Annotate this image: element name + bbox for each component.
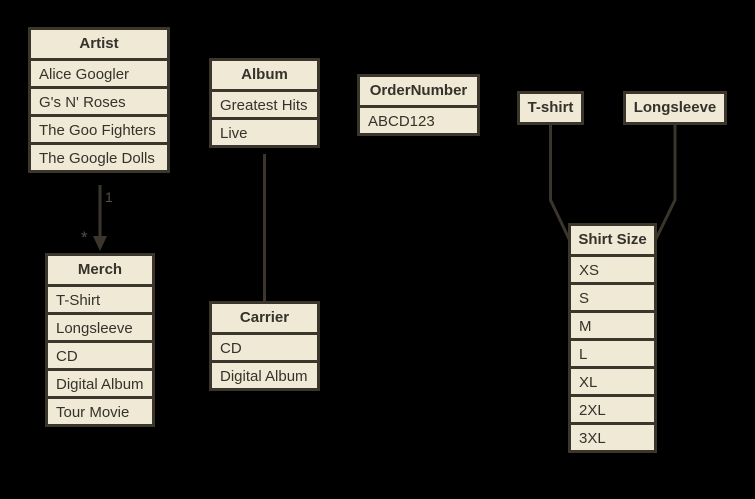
table-row: The Google Dolls <box>31 142 167 170</box>
longsleeve-box-header: Longsleeve <box>633 99 717 116</box>
order-number-table: OrderNumber ABCD123 <box>357 74 480 136</box>
merch-table-header: Merch <box>77 261 123 278</box>
table-row: The Goo Fighters <box>31 114 167 142</box>
table-row: Tour Movie <box>48 396 152 424</box>
table-row: G's N' Roses <box>31 86 167 114</box>
table-row: XS <box>571 254 654 282</box>
longsleeve-box: Longsleeve <box>623 91 727 125</box>
cardinality-many-label: * <box>81 228 88 247</box>
table-row: Longsleeve <box>48 312 152 340</box>
table-row: Live <box>212 117 317 145</box>
table-row: Digital Album <box>48 368 152 396</box>
table-row: Greatest Hits <box>212 89 317 117</box>
album-table-header: Album <box>241 66 288 83</box>
table-row: CD <box>212 332 317 360</box>
tshirt-box-header: T-shirt <box>527 99 574 116</box>
artist-table-header: Artist <box>79 35 119 52</box>
table-row: T-Shirt <box>48 284 152 312</box>
shirt-size-table-header: Shirt Size <box>578 231 647 248</box>
tshirt-box: T-shirt <box>517 91 584 125</box>
table-row: 2XL <box>571 394 654 422</box>
carrier-table-header: Carrier <box>239 309 290 326</box>
table-row: Digital Album <box>212 360 317 388</box>
table-row: XL <box>571 366 654 394</box>
table-row: S <box>571 282 654 310</box>
artist-merch-arrowhead-icon <box>93 236 107 251</box>
table-row: Alice Googler <box>31 58 167 86</box>
table-row: M <box>571 310 654 338</box>
longsleeve-shirtsize-connector <box>652 125 677 244</box>
table-row: 3XL <box>571 422 654 450</box>
table-row: L <box>571 338 654 366</box>
order-number-table-header: OrderNumber <box>369 82 468 99</box>
cardinality-one-label: 1 <box>105 189 113 205</box>
table-row: CD <box>48 340 152 368</box>
table-row: ABCD123 <box>360 105 477 133</box>
